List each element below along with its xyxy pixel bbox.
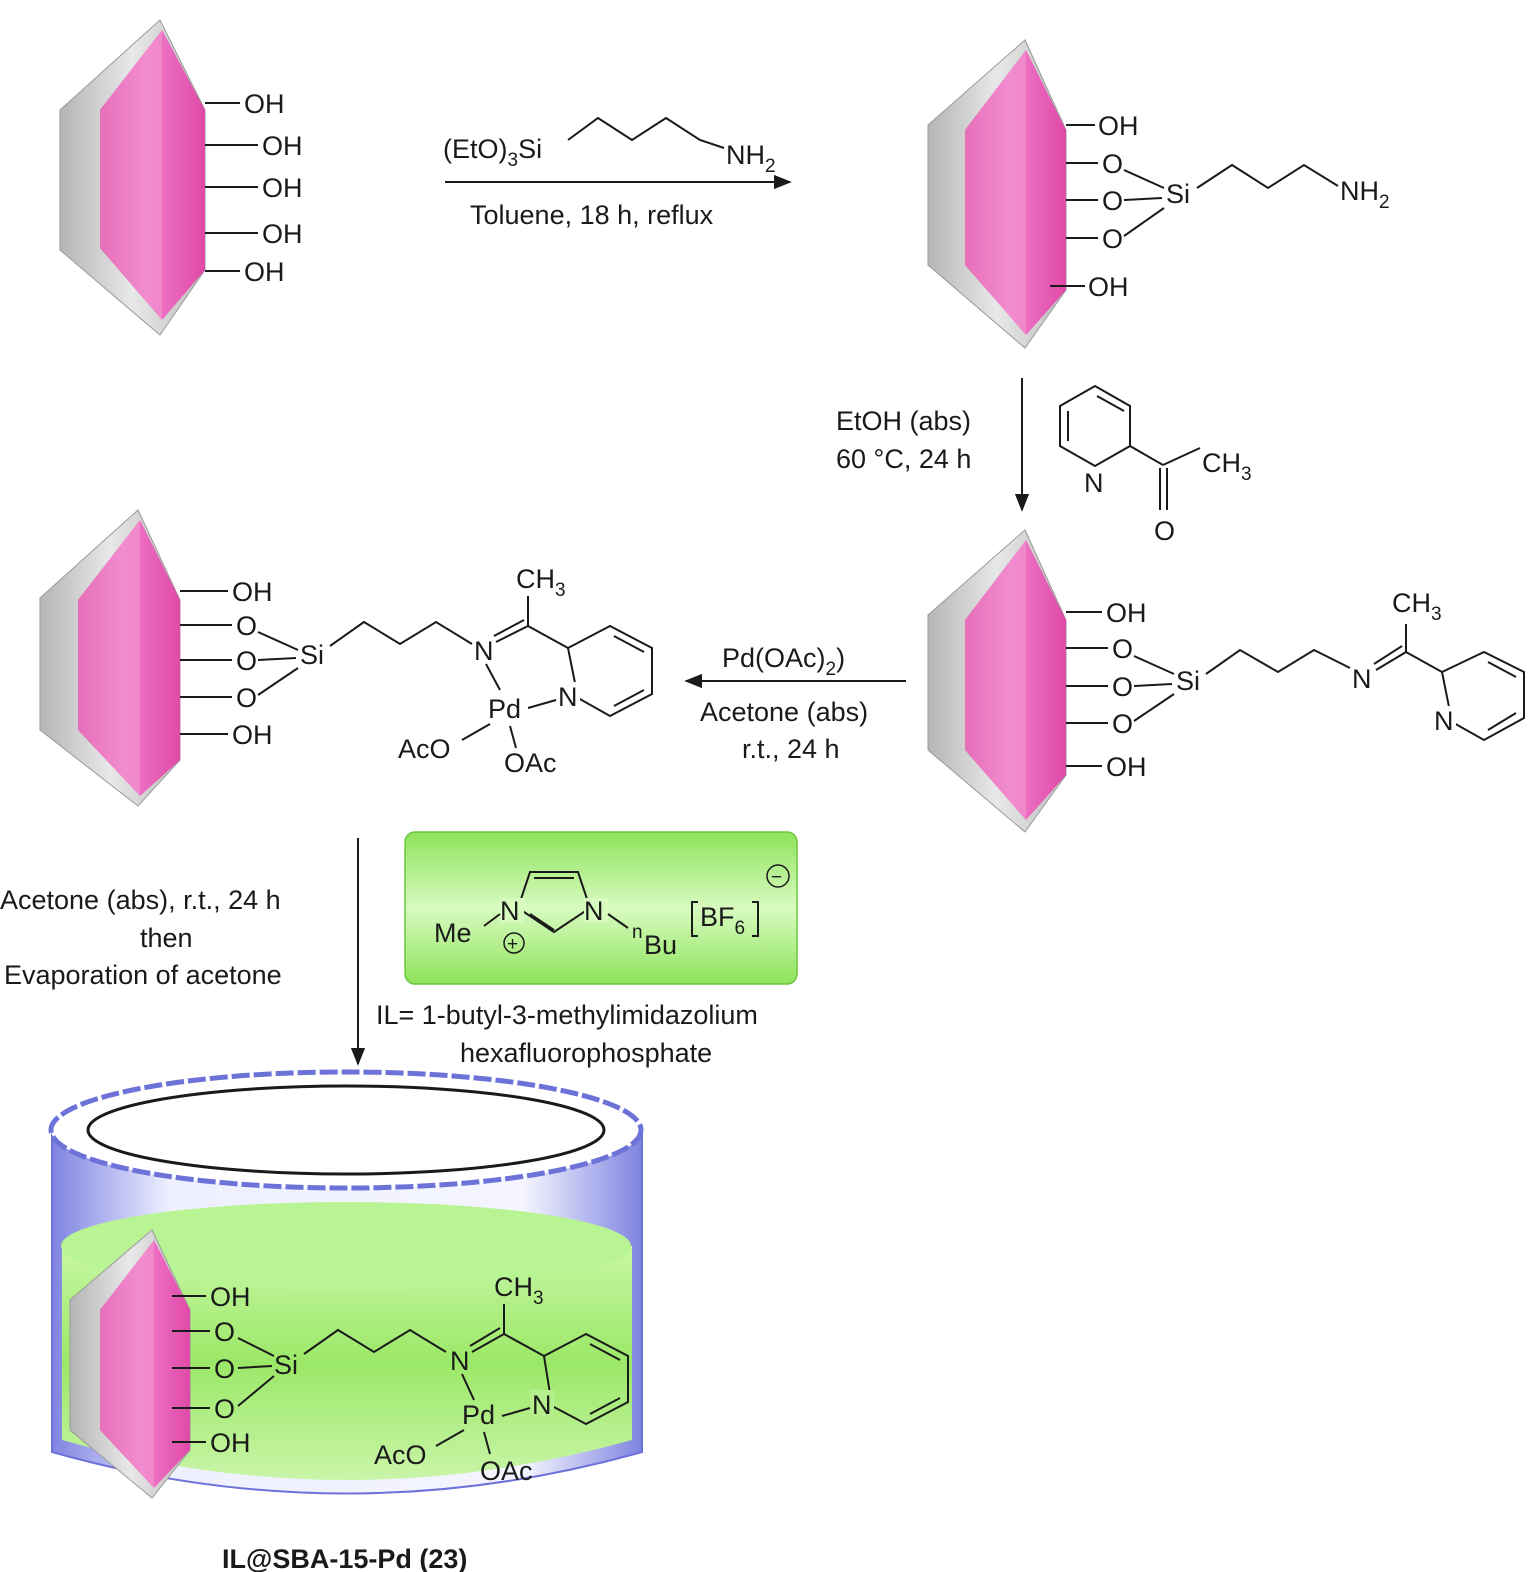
svg-text:N: N [450,1346,470,1376]
svg-text:N: N [1434,706,1454,736]
product-label: IL@SBA-15-Pd (23) [222,1544,467,1572]
svg-text:O: O [214,1317,235,1347]
svg-text:AcO: AcO [398,734,451,764]
svg-text:O: O [236,683,257,713]
step4-line2: then [140,923,193,953]
svg-text:CH3: CH3 [1392,588,1442,625]
step4-line1: Acetone (abs), r.t., 24 h [0,885,281,915]
svg-text:OH: OH [210,1428,251,1458]
svg-text:CH3: CH3 [494,1272,544,1309]
svg-text:Si: Si [274,1350,298,1380]
svg-text:O: O [1102,186,1123,216]
step2-condition: 60 °C, 24 h [836,444,971,474]
svg-text:NH2: NH2 [1340,176,1390,213]
step1-reagent-aptes: (EtO)3Si NH2 [443,116,776,177]
pd-complex-4: OH O O O Si N CH3 N Pd AcO OAc OH [180,564,653,778]
beaker-container [48,1069,644,1495]
svg-text:OH: OH [1088,272,1129,302]
svg-text:(EtO)3Si: (EtO)3Si [443,134,542,171]
svg-text:NH2: NH2 [726,140,776,177]
svg-text:n: n [632,922,643,943]
svg-text:OH: OH [1106,752,1147,782]
silica-particle-1 [59,19,206,336]
svg-text:O: O [1102,224,1123,254]
step3-solvent: Acetone (abs) [700,697,868,727]
svg-text:+: + [507,934,518,955]
step1-condition: Toluene, 18 h, reflux [470,200,714,230]
svg-text:OAc: OAc [480,1456,533,1486]
acetylpyridine-reagent: N CH3 O [1059,384,1252,546]
svg-text:N: N [532,1390,552,1420]
svg-text:CH3: CH3 [1202,448,1252,485]
svg-text:AcO: AcO [374,1440,427,1470]
svg-text:OH: OH [232,577,273,607]
il-caption-2: hexafluorophosphate [460,1038,712,1068]
imine-ligand-3: OH O O O Si N CH3 N OH [1066,588,1525,782]
svg-text:N: N [558,682,578,712]
svg-text:OH: OH [1106,598,1147,628]
svg-text:N: N [474,636,494,666]
svg-text:O: O [214,1394,235,1424]
svg-text:OH: OH [232,720,273,750]
silica-particle-5 [69,1229,191,1499]
svg-text:N: N [500,896,520,926]
step3-condition: r.t., 24 h [742,734,840,764]
silica-particle-4 [39,509,181,807]
svg-text:BF6: BF6 [700,902,745,939]
oh-label: OH [244,257,285,287]
oh-label: OH [244,89,285,119]
svg-text:N: N [1352,664,1372,694]
svg-text:O: O [1112,634,1133,664]
eto-label: (EtO) [443,134,508,164]
svg-text:O: O [236,611,257,641]
step2-solvent: EtOH (abs) [836,406,971,436]
aminopropyl-silane-2: OH O O O Si NH2 OH [1050,111,1390,302]
silica-particle-3 [927,529,1067,833]
svg-text:N: N [584,896,604,926]
hydroxyl-groups-1: OH OH OH OH OH [205,89,303,287]
svg-text:OH: OH [210,1282,251,1312]
svg-text:O: O [1102,149,1123,179]
pd-complex-5: OH O O O Si N CH3 N Pd AcO OAc OH [172,1272,629,1486]
svg-text:O: O [1112,672,1133,702]
svg-text:N: N [1084,468,1104,498]
il-caption-1: IL= 1-butyl-3-methylimidazolium [376,1000,758,1030]
silica-particle-2 [927,39,1067,349]
svg-text:Pd: Pd [488,694,521,724]
svg-text:Bu: Bu [644,930,677,960]
svg-text:O: O [214,1354,235,1384]
svg-text:Pd: Pd [462,1400,495,1430]
oh-label: OH [262,219,303,249]
svg-text:OAc: OAc [504,748,557,778]
step4-line3: Evaporation of acetone [4,960,282,990]
svg-text:Si: Si [1176,666,1200,696]
oh-label: OH [262,173,303,203]
svg-text:−: − [771,867,782,888]
svg-text:CH3: CH3 [516,564,566,601]
svg-text:Me: Me [434,918,472,948]
svg-text:O: O [1112,709,1133,739]
ionic-liquid-box: N N Me + n Bu BF6 − [404,831,798,985]
step3-reagent: Pd(OAc)2) [722,643,845,680]
oh-label: OH [262,131,303,161]
svg-text:O: O [1154,516,1175,546]
svg-text:OH: OH [1098,111,1139,141]
svg-text:Si: Si [1166,179,1190,209]
svg-text:Si: Si [300,640,324,670]
svg-text:O: O [236,646,257,676]
